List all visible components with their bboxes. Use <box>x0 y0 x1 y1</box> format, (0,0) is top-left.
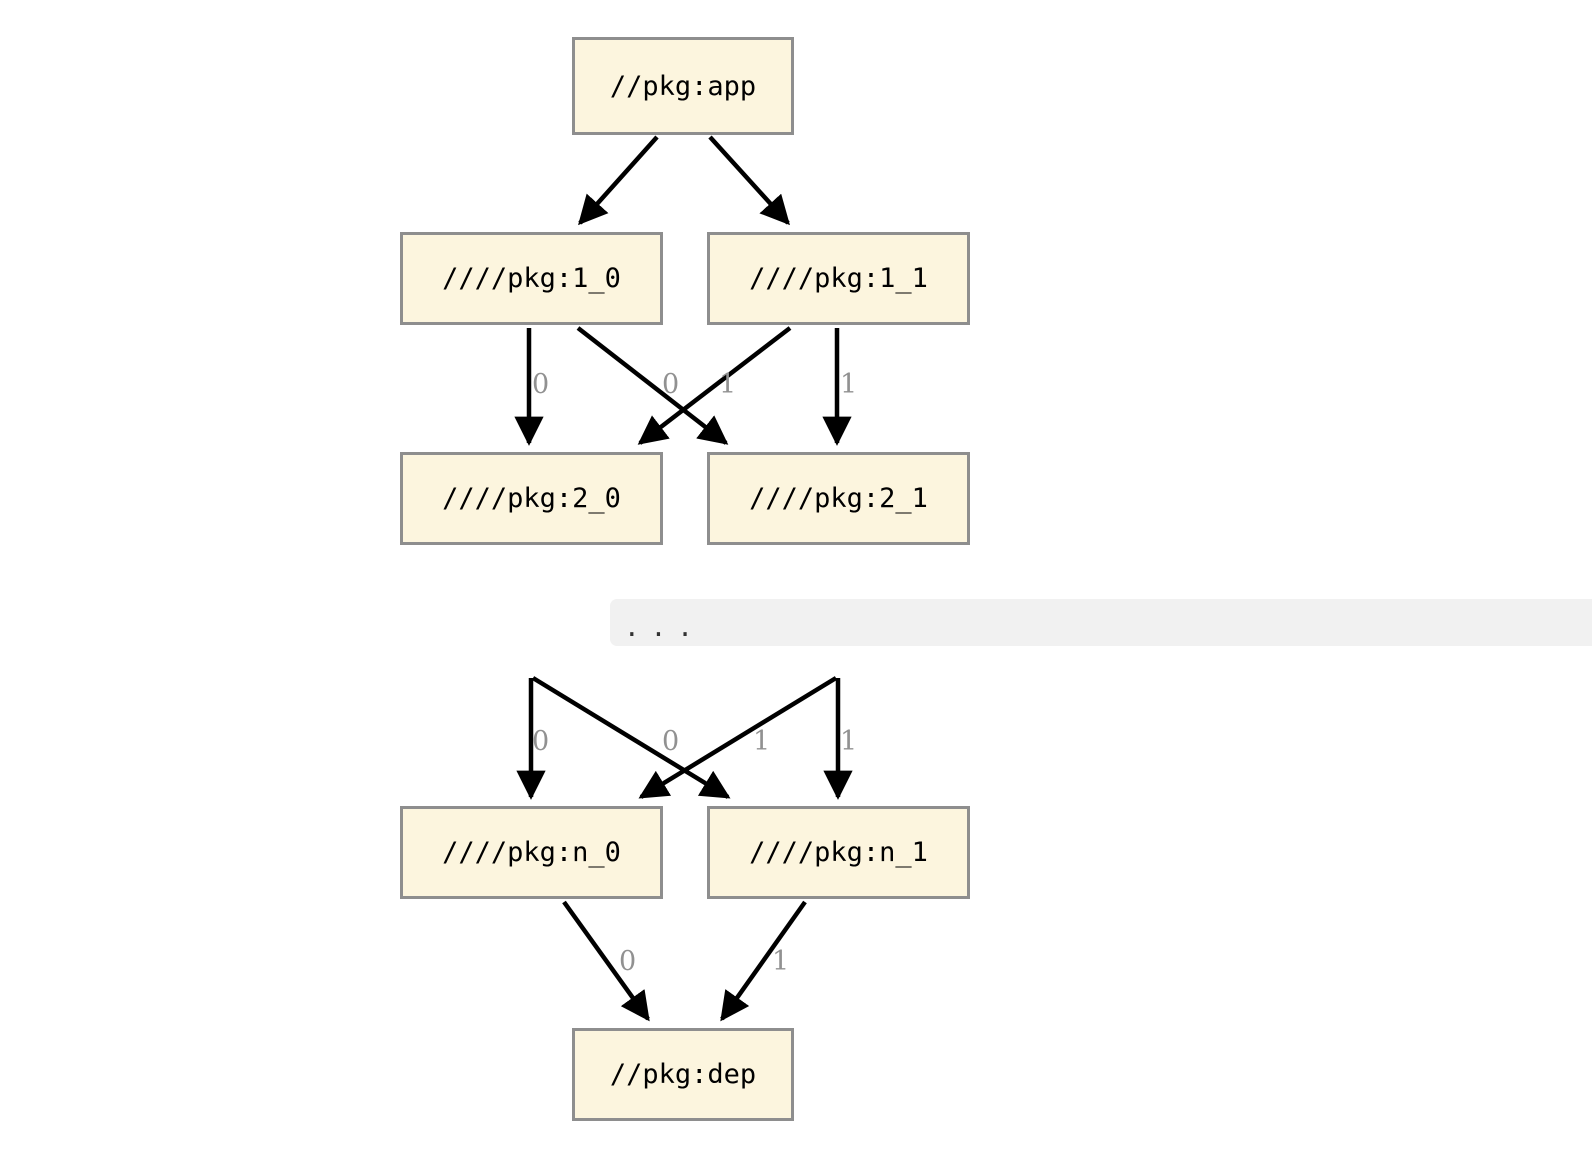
edge-label: 1 <box>753 726 771 757</box>
edge-app-to-1_0 <box>578 135 659 226</box>
node-label: //pkg:app <box>609 70 757 102</box>
node-pkg-n_1[interactable]: ////pkg:n_1 <box>707 806 970 899</box>
edge-label: 1 <box>840 726 858 757</box>
node-label: //pkg:dep <box>609 1059 757 1090</box>
edge-dangling-to-n_1 <box>531 676 731 799</box>
edge-label: 1 <box>719 369 737 400</box>
edge-label: 0 <box>532 369 550 400</box>
edge-label: 0 <box>662 369 680 400</box>
edge-label: 0 <box>619 946 637 977</box>
edge-1_0-to-2_1 <box>576 326 729 445</box>
edge-n_0-to-dep <box>562 900 650 1022</box>
node-label: ////pkg:n_1 <box>749 837 928 868</box>
edge-label: 1 <box>772 946 790 977</box>
node-label: ////pkg:2_0 <box>442 483 621 514</box>
ellipsis-band: ... <box>610 599 1592 646</box>
node-label: ////pkg:1_1 <box>749 263 928 294</box>
node-label: ////pkg:1_0 <box>442 263 621 294</box>
ellipsis-text: ... <box>624 613 704 643</box>
node-label: ////pkg:2_1 <box>749 483 928 514</box>
node-pkg-app[interactable]: //pkg:app <box>572 37 794 135</box>
edge-label: 1 <box>840 369 858 400</box>
edge-n_1-to-dep <box>720 900 807 1022</box>
edge-label: 0 <box>532 726 550 757</box>
node-pkg-2_1[interactable]: ////pkg:2_1 <box>707 452 970 545</box>
node-pkg-1_0[interactable]: ////pkg:1_0 <box>400 232 663 325</box>
node-pkg-1_1[interactable]: ////pkg:1_1 <box>707 232 970 325</box>
edge-app-to-1_1 <box>708 135 790 226</box>
node-pkg-dep[interactable]: //pkg:dep <box>572 1028 794 1121</box>
node-pkg-n_0[interactable]: ////pkg:n_0 <box>400 806 663 899</box>
node-pkg-2_0[interactable]: ////pkg:2_0 <box>400 452 663 545</box>
edge-label: 0 <box>662 726 680 757</box>
node-label: ////pkg:n_0 <box>442 837 621 868</box>
edge-1_1-to-2_0 <box>637 326 792 445</box>
edge-dangling-cross-to-n_0 <box>638 676 838 799</box>
